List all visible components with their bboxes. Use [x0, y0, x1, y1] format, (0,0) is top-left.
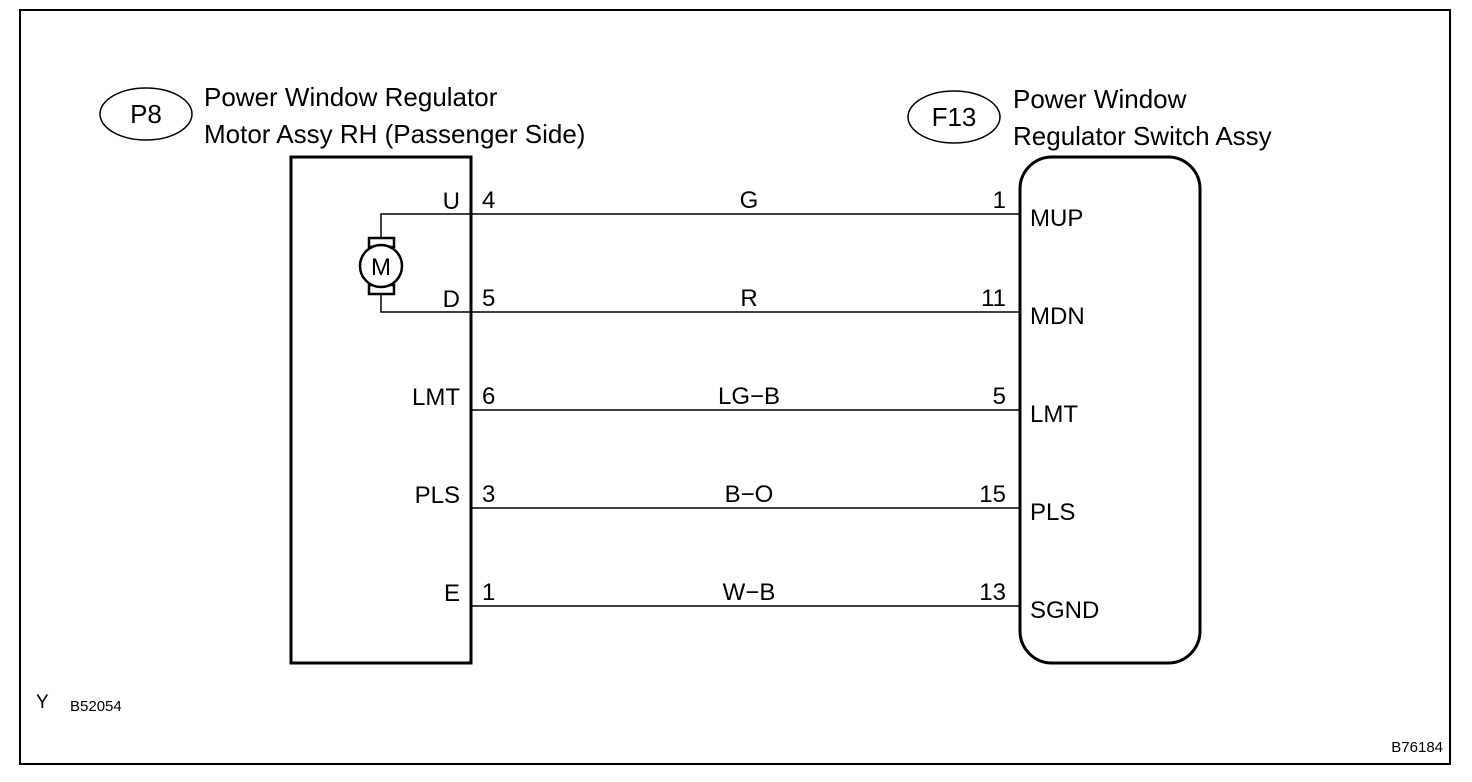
left-pin-number: 5 — [482, 285, 495, 312]
outer-frame — [19, 9, 1451, 765]
right-pin-number: 5 — [993, 383, 1006, 410]
right-connector-badge — [907, 90, 1001, 144]
right-terminal-label: PLS — [1030, 499, 1075, 526]
left-terminal-label: E — [444, 580, 460, 607]
right-terminal-label: MUP — [1030, 205, 1083, 232]
left-component-name-line1: Power Window Regulator — [204, 82, 498, 112]
wire-color-code: LG−B — [718, 383, 780, 410]
right-pin-number: 15 — [979, 481, 1006, 508]
right-terminal-label: MDN — [1030, 303, 1085, 330]
left-pin-number: 3 — [482, 481, 495, 508]
left-terminal-label: LMT — [412, 384, 460, 411]
left-terminal-label: PLS — [415, 482, 460, 509]
figure-marker: Y — [36, 692, 49, 713]
left-connector-code: P8 — [130, 99, 162, 129]
left-terminal-label: U — [443, 188, 460, 215]
motor-icon: M — [358, 236, 404, 296]
right-pin-number: 13 — [979, 579, 1006, 606]
right-pin-number: 11 — [981, 285, 1006, 312]
motor-lead-lower — [380, 293, 471, 313]
left-terminal-label: D — [443, 286, 460, 313]
wire-color-code: W−B — [723, 579, 776, 606]
right-connector-code: F13 — [932, 102, 977, 132]
right-terminal-label: LMT — [1030, 401, 1078, 428]
left-pin-number: 6 — [482, 383, 495, 410]
right-pin-number: 1 — [993, 187, 1006, 214]
wire-color-code: R — [740, 285, 757, 312]
left-component-name-line2: Motor Assy RH (Passenger Side) — [204, 119, 585, 149]
motor-lead-upper — [380, 213, 471, 238]
wire-color-code: B−O — [725, 481, 774, 508]
left-pin-number: 1 — [482, 579, 495, 606]
right-component-name-line1: Power Window — [1013, 84, 1187, 114]
left-connector-badge — [99, 87, 193, 141]
motor-symbol: M — [371, 254, 391, 281]
reference-code-right: B76184 — [1391, 739, 1443, 756]
wire-color-code: G — [740, 187, 759, 214]
right-terminal-label: SGND — [1030, 597, 1099, 624]
reference-code-left: B52054 — [70, 698, 122, 715]
right-component-name-line2: Regulator Switch Assy — [1013, 121, 1272, 151]
left-pin-number: 4 — [482, 187, 495, 214]
